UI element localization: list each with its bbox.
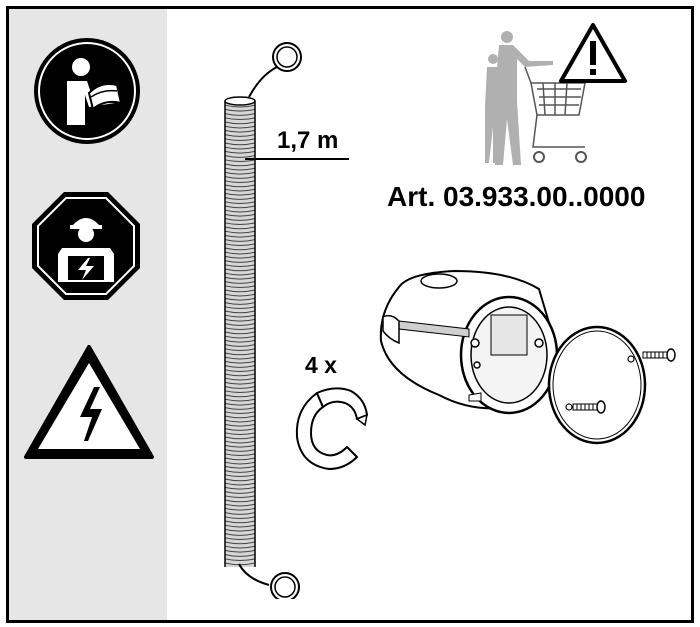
length-dimension-line xyxy=(245,158,349,160)
general-warning-icon xyxy=(559,23,627,83)
cover-plate-illustration xyxy=(547,325,647,445)
clip-quantity-label: 4 x xyxy=(305,352,337,378)
electrical-hazard-warning-icon xyxy=(24,345,154,459)
article-number: Art. 03.933.00..0000 xyxy=(387,181,646,212)
cable-length-label: 1,7 m xyxy=(277,127,339,154)
screw-2-icon xyxy=(572,400,606,414)
read-manual-icon xyxy=(34,38,140,144)
flush-mounting-box-illustration xyxy=(379,269,559,415)
qualified-electrician-icon xyxy=(32,192,140,300)
instruction-sheet: 1,7 m 4 x Art. 03.933.00..0000 xyxy=(6,6,694,623)
spring-coils xyxy=(224,96,256,567)
retaining-clip-illustration xyxy=(295,387,369,470)
screw-1-icon xyxy=(642,348,676,362)
cable-spiral-illustration xyxy=(224,42,302,599)
